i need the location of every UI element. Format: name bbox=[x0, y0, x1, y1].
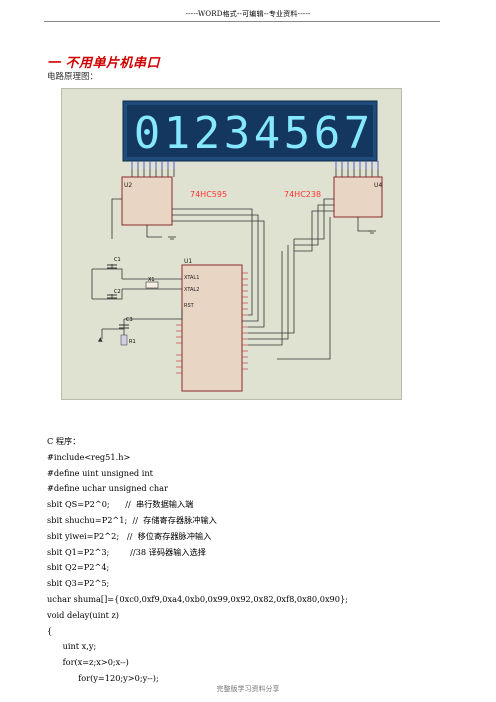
pin-xtal2: XTAL2 bbox=[184, 287, 199, 293]
chip-u2-tag: 74HC595 bbox=[190, 190, 227, 199]
label-c2: C2 bbox=[114, 289, 121, 295]
label-x1: X1 bbox=[148, 277, 155, 283]
label-c3: C3 bbox=[126, 317, 133, 323]
display-digit: 4 bbox=[254, 108, 281, 159]
label-r1: R1 bbox=[129, 339, 136, 345]
display-digit: 2 bbox=[194, 108, 221, 159]
code-line: sbit Q1=P2^3; //38 译码器输入选择 bbox=[47, 546, 206, 557]
chip-u1-label: U1 bbox=[184, 258, 192, 265]
code-line: void delay(uint z) bbox=[47, 609, 119, 620]
chip-u2-label: U2 bbox=[124, 182, 132, 189]
code-listing: C 程序： #include<reg51.h> #define uint uns… bbox=[47, 434, 348, 687]
header-rule bbox=[44, 21, 440, 22]
chip-u4 bbox=[333, 176, 383, 218]
display-digit: 3 bbox=[224, 108, 251, 159]
chip-u1 bbox=[181, 264, 243, 392]
code-line: sbit yiwei=P2^2; // 移位寄存器脉冲输入 bbox=[47, 530, 212, 541]
code-line: uchar shuma[]={0xc0,0xf9,0xa4,0xb0,0x99,… bbox=[47, 593, 348, 604]
crystal-x1 bbox=[145, 281, 159, 289]
display-digit: 6 bbox=[314, 108, 341, 159]
power-symbol: ▲ bbox=[98, 336, 103, 343]
circuit-schematic: 0 1 2 3 4 5 6 7 U2 7 bbox=[61, 88, 402, 400]
display-panel bbox=[127, 105, 373, 157]
pin-xtal1: XTAL1 bbox=[184, 275, 199, 281]
code-line: C 程序： bbox=[47, 436, 81, 446]
display-digit: 1 bbox=[164, 108, 191, 159]
code-line: #include<reg51.h> bbox=[47, 451, 131, 462]
code-line: for(y=120;y>0;y--); bbox=[47, 672, 159, 683]
display-digit: 5 bbox=[284, 108, 311, 159]
display-digit: 7 bbox=[344, 108, 371, 159]
code-line: sbit QS=P2^0; // 串行数据输入端 bbox=[47, 499, 194, 510]
label-c1: C1 bbox=[114, 257, 121, 263]
schematic-caption: 电路原理图： bbox=[47, 72, 99, 82]
pin-rst: RST bbox=[184, 303, 195, 309]
code-line: { bbox=[47, 625, 53, 636]
chip-u2 bbox=[121, 176, 173, 226]
code-line: #define uchar unsigned char bbox=[47, 483, 168, 494]
resistor-r1 bbox=[120, 334, 128, 346]
page-footer: 完整版学习资料分享 bbox=[216, 685, 280, 693]
document-header: -----WORD格式--可编辑--专业资料----- bbox=[185, 10, 311, 18]
chip-u4-tag: 74HC238 bbox=[284, 190, 321, 199]
chip-u4-label: U4 bbox=[374, 182, 382, 189]
code-line: sbit shuchu=P2^1; // 存储寄存器脉冲输入 bbox=[47, 514, 217, 525]
code-line: #define uint unsigned int bbox=[47, 467, 153, 478]
code-line: uint x,y; bbox=[47, 641, 97, 652]
display-digit: 0 bbox=[134, 108, 161, 159]
code-line: for(x=z;x>0;x--) bbox=[47, 657, 129, 668]
code-line: sbit Q2=P2^4; bbox=[47, 562, 110, 573]
schematic-drawing: 0 1 2 3 4 5 6 7 U2 7 bbox=[91, 100, 383, 392]
code-line: sbit Q3=P2^5; bbox=[47, 578, 110, 589]
section-heading: 一 不用单片机串口 bbox=[47, 56, 161, 71]
